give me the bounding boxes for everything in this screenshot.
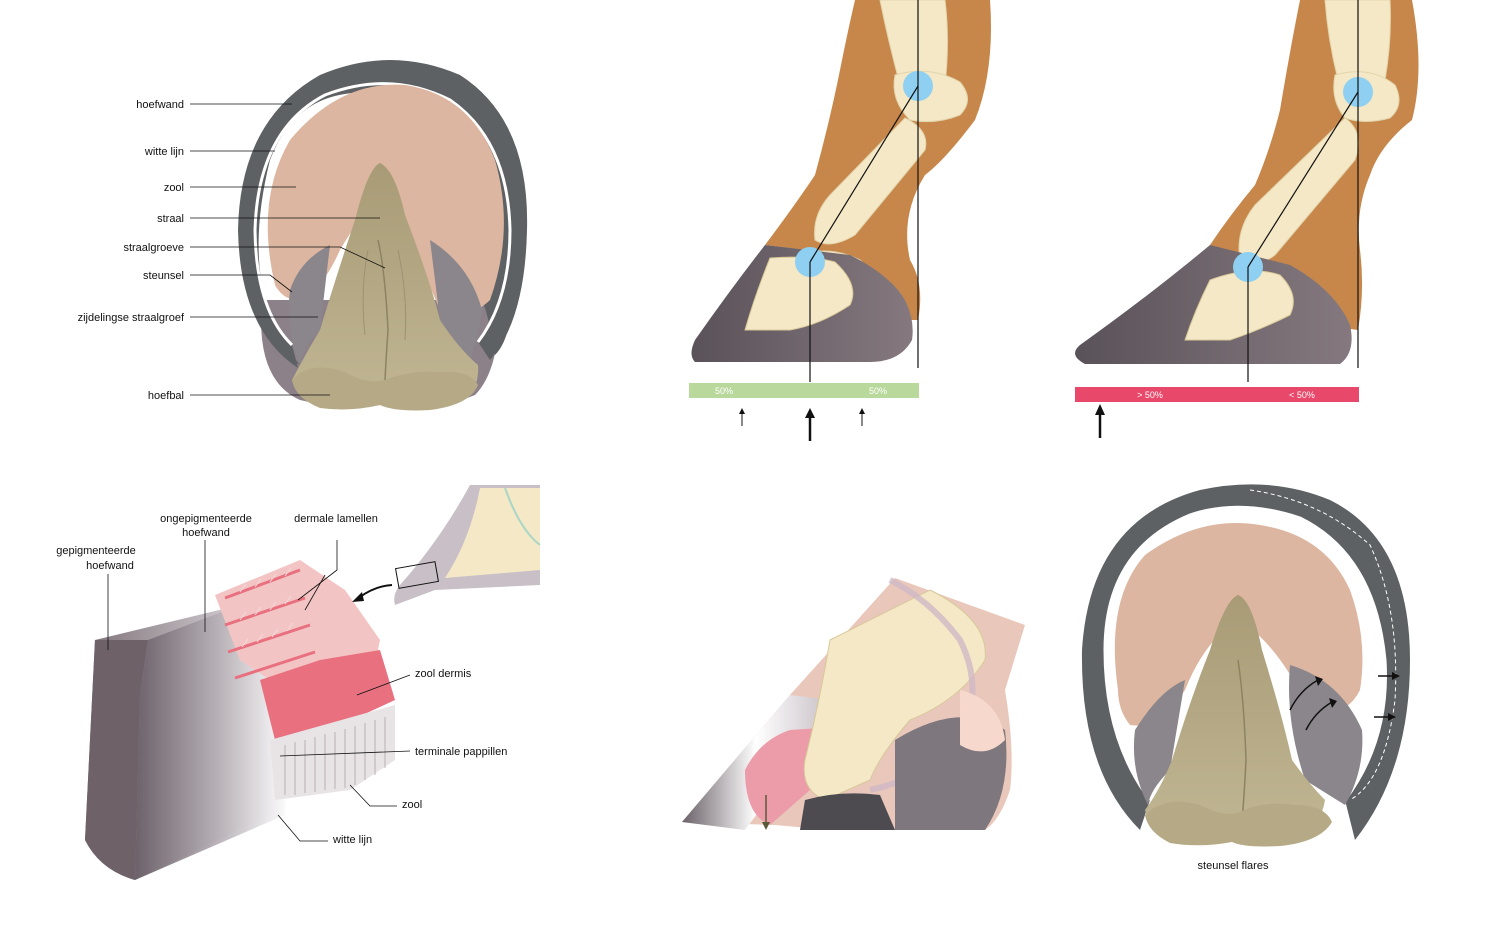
flares-frog-groove bbox=[1237, 659, 1247, 821]
hoof-bottom-view bbox=[238, 60, 528, 411]
hoof-wall-section bbox=[85, 485, 541, 880]
label-straalgroeve: straalgroeve bbox=[123, 242, 184, 254]
bar-flares: steunsel flares bbox=[1081, 484, 1410, 872]
label-gepigmenteerde: gepigmenteerde bbox=[56, 545, 136, 557]
dermal-lamellae bbox=[224, 568, 316, 680]
white-line bbox=[253, 82, 512, 347]
balanced-right-pct: 50% bbox=[869, 386, 887, 396]
flares-wall bbox=[1081, 484, 1410, 840]
sag-frog bbox=[800, 793, 895, 830]
label-hoefbal: hoefbal bbox=[148, 390, 184, 402]
label-hoefwand: hoefwand bbox=[136, 99, 184, 111]
flares-frog bbox=[1145, 595, 1325, 838]
flare-arrowhead-2 bbox=[1329, 698, 1337, 708]
balanced-leg: 50% 50% bbox=[689, 0, 991, 441]
outward-arrowhead-2 bbox=[1388, 713, 1396, 721]
heel-bulb bbox=[292, 367, 478, 411]
terminal-papillae bbox=[284, 717, 386, 795]
flares-bar-left bbox=[1133, 680, 1185, 805]
wall-section-labels: gepigmenteerde hoefwand ongepigmenteerde… bbox=[56, 513, 507, 846]
inset-highlight-box bbox=[394, 561, 440, 589]
frog-groove-2 bbox=[362, 249, 407, 341]
label-zool: zool bbox=[164, 182, 184, 194]
label-witte-lijn: witte lijn bbox=[144, 146, 184, 158]
balance-bar-red bbox=[1075, 387, 1359, 402]
label-ongepigmenteerde-hoefwand: hoefwand bbox=[182, 527, 230, 539]
balanced-left-pct: 50% bbox=[715, 386, 733, 396]
inset-arrowhead bbox=[352, 592, 364, 602]
unbalanced-arrow bbox=[1095, 404, 1105, 438]
inset-bone bbox=[445, 488, 540, 578]
label-zijdelingse-straalgroef: zijdelingse straalgroef bbox=[78, 312, 185, 324]
flare-arrowhead-1 bbox=[1315, 676, 1323, 686]
outward-arrowhead-1 bbox=[1392, 672, 1400, 680]
label-zool-dermis: zool dermis bbox=[415, 668, 472, 680]
section-sole-dermis bbox=[260, 650, 395, 740]
outward-arrows bbox=[1374, 675, 1393, 718]
flare-arrows bbox=[1289, 679, 1333, 731]
inset-arrow bbox=[359, 584, 393, 598]
bar-left bbox=[288, 245, 330, 365]
flares-white-line bbox=[1103, 505, 1387, 801]
hoof-wall-ring bbox=[238, 60, 528, 368]
section-zool-block bbox=[270, 705, 395, 800]
flares-bar-right-flare bbox=[1289, 665, 1363, 805]
hoof-bottom-leaders bbox=[190, 103, 386, 396]
sag-arrow-head bbox=[762, 822, 770, 830]
sag-bone-column bbox=[803, 589, 986, 801]
label-dermale-lamellen: dermale lamellen bbox=[294, 513, 378, 525]
unbalanced-left-pct: > 50% bbox=[1137, 390, 1163, 400]
bar-right bbox=[430, 240, 482, 360]
sagittal-section bbox=[682, 577, 1025, 830]
label-steunsel-flares: steunsel flares bbox=[1198, 860, 1269, 872]
balanced-arrows bbox=[739, 408, 865, 441]
label-terminale-pappillen: terminale pappillen bbox=[415, 746, 507, 758]
frog-groove bbox=[377, 239, 389, 381]
balance-bar-green bbox=[689, 383, 919, 398]
axis2-line-pastern bbox=[1247, 91, 1359, 268]
label-ongepigmenteerde: ongepigmenteerde bbox=[160, 513, 252, 525]
lamellae-leaflets bbox=[239, 567, 294, 648]
unbalanced-right-pct: < 50% bbox=[1289, 390, 1315, 400]
flares-heel-bulb bbox=[1145, 801, 1332, 847]
unbalanced-leg: > 50% < 50% bbox=[1075, 0, 1419, 438]
sag-digital-cushion bbox=[960, 690, 1005, 752]
leg-bone-pastern bbox=[814, 117, 927, 245]
label-section-zool: zool bbox=[402, 799, 422, 811]
hoof-bottom-labels: hoefwand witte lijn zool straal straalgr… bbox=[78, 99, 185, 402]
inset-tendon bbox=[504, 487, 541, 546]
label-steunsel: steunsel bbox=[143, 270, 184, 282]
label-gepigmenteerde-hoefwand: hoefwand bbox=[86, 560, 134, 572]
section-front-face bbox=[85, 640, 148, 880]
axis-line-pastern bbox=[809, 85, 919, 263]
sag-sole-dermis bbox=[745, 728, 820, 825]
label-straal: straal bbox=[157, 213, 184, 225]
wall-section-leaders bbox=[107, 540, 411, 842]
label-section-witte-lijn: witte lijn bbox=[332, 834, 372, 846]
